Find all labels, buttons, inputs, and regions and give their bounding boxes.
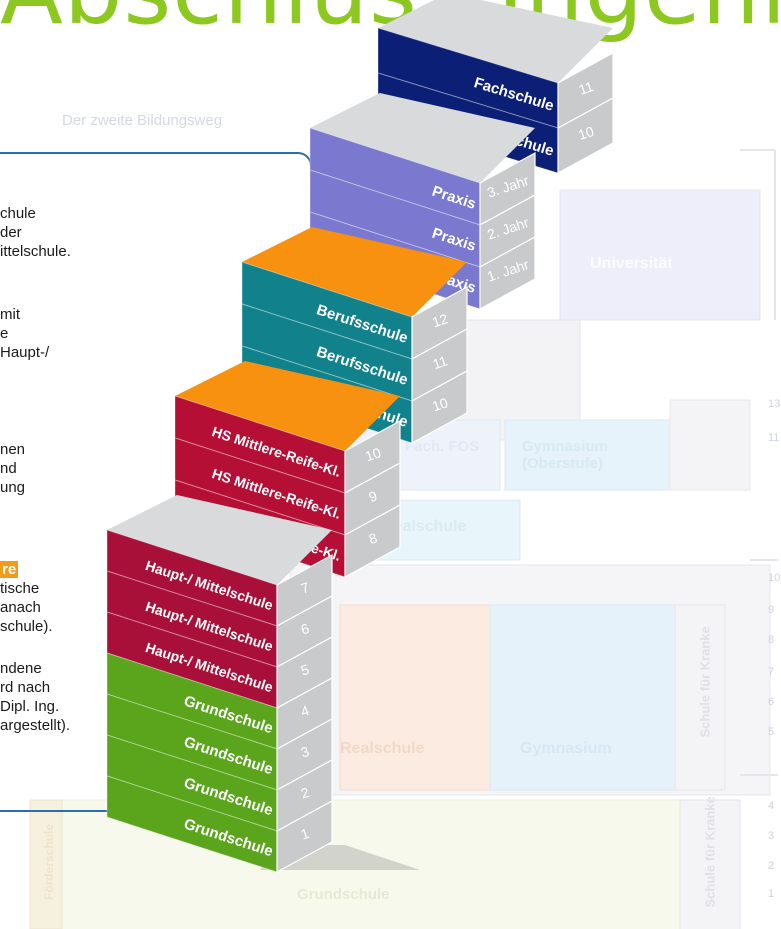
description-line: tische bbox=[0, 580, 40, 597]
bg-tick: 8 bbox=[768, 634, 775, 646]
stair-number: 10 bbox=[430, 394, 450, 414]
description-line: schule). bbox=[0, 618, 53, 635]
stair-side-face bbox=[479, 235, 536, 311]
bg-label-universitaet: Universität bbox=[590, 255, 673, 272]
bg-universitaet-box bbox=[559, 189, 761, 321]
description-line: Haupt-/ bbox=[0, 344, 50, 361]
bg-schule-kranke-box-2 bbox=[679, 799, 741, 929]
bg-label-realschule-upper: Realschule bbox=[382, 518, 467, 535]
stair-number: 10 bbox=[363, 444, 383, 464]
stair-number: 11 bbox=[577, 78, 596, 98]
stair-top-face bbox=[175, 361, 400, 451]
bg-label-gymnasium-oberstufe: Gymnasium (Oberstufe) bbox=[522, 438, 608, 472]
bg-tick: 5 bbox=[768, 726, 775, 738]
bg-gymnasium-oberstufe-box bbox=[504, 419, 671, 491]
bg-tick: 7 bbox=[768, 666, 775, 678]
bg-right-block bbox=[669, 399, 751, 491]
highlight-text: re bbox=[0, 561, 19, 578]
description-line: rd nach bbox=[0, 679, 51, 696]
stair-side-face bbox=[557, 96, 614, 175]
stair-number: 12 bbox=[430, 310, 450, 330]
bg-tick: 4 bbox=[768, 800, 775, 812]
bg-tick: 1 bbox=[768, 888, 775, 900]
bg-label-realschule: Realschule bbox=[340, 740, 425, 757]
description-line: ittelschule. bbox=[0, 243, 71, 260]
description-line: ung bbox=[0, 479, 26, 496]
bg-label-grundschule: Grundschule bbox=[297, 886, 390, 903]
stair-side-face bbox=[276, 799, 333, 874]
stair-side-face bbox=[344, 503, 401, 579]
description-line: chule bbox=[0, 205, 36, 222]
stair-top-face bbox=[107, 495, 332, 585]
bg-foerderschule-box bbox=[29, 799, 63, 929]
bg-tick: 10 bbox=[768, 572, 781, 584]
stair-top-face bbox=[378, 0, 613, 83]
bg-gymnasium-box bbox=[489, 604, 676, 791]
bg-tick: 13 bbox=[768, 398, 781, 410]
stair-number: 11 bbox=[431, 352, 450, 372]
description-line: mit bbox=[0, 306, 20, 323]
bg-label-gymnasium: Gymnasium bbox=[520, 740, 612, 757]
description-line: e bbox=[0, 325, 9, 342]
bg-tick: 3 bbox=[768, 830, 775, 842]
description-line: argestellt). bbox=[0, 717, 71, 734]
stair-side-face bbox=[411, 369, 468, 445]
bg-tick: 11 bbox=[768, 432, 780, 444]
stair-top-face bbox=[242, 227, 467, 317]
description-line: anach bbox=[0, 599, 41, 616]
bg-tick: 9 bbox=[768, 604, 775, 616]
bg-tick: 2 bbox=[768, 860, 775, 872]
description-highlight: re bbox=[0, 561, 19, 578]
background-subtitle: Der zweite Bildungsweg bbox=[62, 112, 223, 129]
bg-tick: 6 bbox=[768, 696, 775, 708]
stair-top-face bbox=[310, 93, 535, 183]
description-line: nd bbox=[0, 460, 17, 477]
description-line: ndene bbox=[0, 660, 42, 677]
description-line: Dipl. Ing. bbox=[0, 698, 60, 715]
description-line: der bbox=[0, 224, 22, 241]
stair-number: 10 bbox=[576, 123, 596, 143]
description-line: nen bbox=[0, 441, 26, 458]
bg-label-fachoberschule: Fach. FOS bbox=[405, 438, 480, 455]
bg-schule-kranke-box-1 bbox=[674, 604, 726, 791]
bg-realschule-box bbox=[339, 604, 491, 791]
